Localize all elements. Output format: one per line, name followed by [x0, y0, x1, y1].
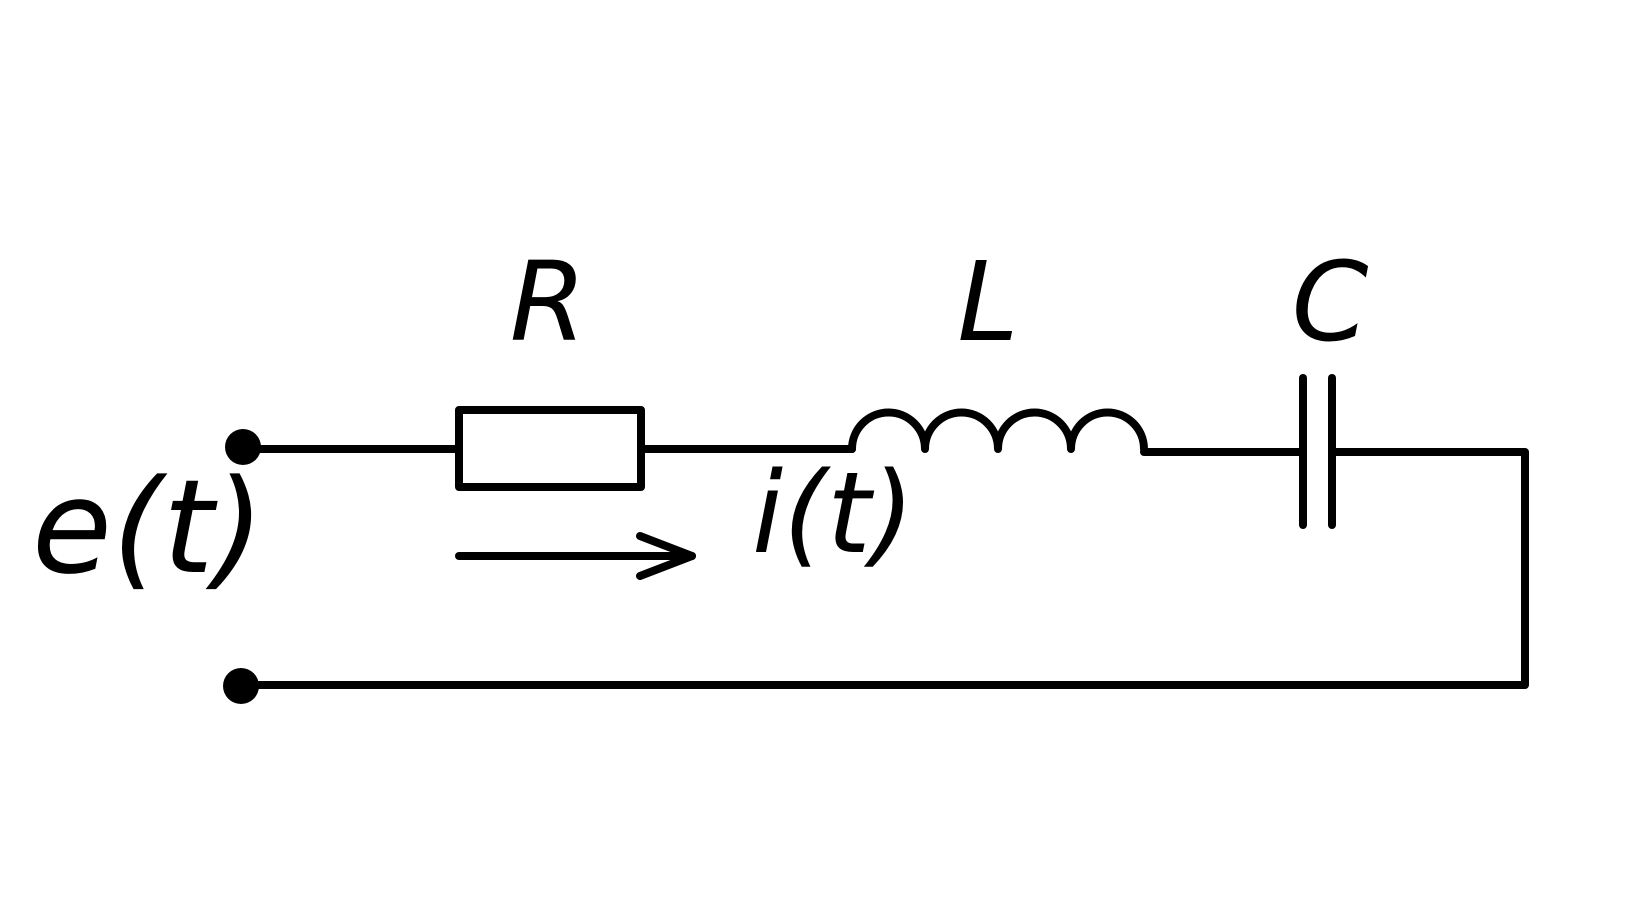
resistor-label: R	[510, 238, 586, 366]
resistor-symbol	[455, 406, 645, 491]
current-label: i(t)	[752, 449, 914, 579]
capacitor-label: C	[1292, 238, 1369, 366]
current-arrow	[455, 532, 696, 580]
inductor-symbol	[848, 408, 1148, 453]
inductor-label: L	[957, 238, 1018, 366]
wire-return-loop	[237, 448, 1529, 689]
source-voltage-label: e(t)	[32, 451, 264, 603]
